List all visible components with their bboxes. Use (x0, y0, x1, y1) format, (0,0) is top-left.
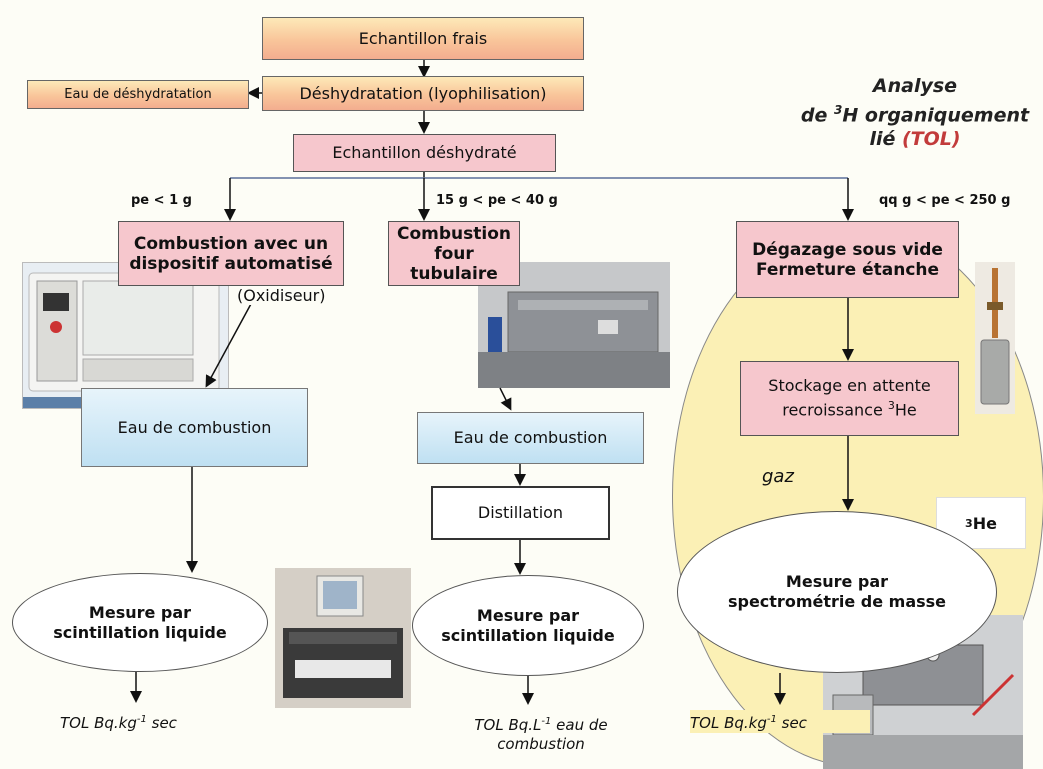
scintillation-counter-drawing (275, 568, 411, 708)
combustion-auto-line-2: dispositif automatisé (129, 253, 333, 274)
helium-label: He (972, 513, 997, 533)
stockage-box: Stockage en attente recroissance 3He (740, 361, 959, 436)
combustion-four-box: Combustion four tubulaire (388, 221, 520, 286)
result-middle-suffix: eau de (551, 716, 608, 734)
gas-container-photo (975, 262, 1015, 414)
tube-furnace-photo (478, 262, 670, 388)
result-right: TOL Bq.kg-1 sec (690, 710, 870, 733)
oxidiseur-label: (Oxidiseur) (234, 286, 329, 305)
result-left-suffix: sec (146, 714, 177, 732)
stockage-suffix: He (894, 400, 917, 420)
eau-combustion-label-middle: Eau de combustion (453, 428, 608, 447)
degazage-line-2: Fermeture étanche (755, 259, 940, 280)
title-prefix: de (800, 104, 835, 127)
title-line-2: de 3H organiquement lié (TOL) (790, 98, 1040, 151)
scint-1-line-2: scintillation liquide (53, 622, 227, 642)
result-left-superscript: -1 (136, 714, 147, 725)
stockage-line-2: recroissance 3He (782, 396, 917, 420)
result-middle: TOL Bq.L-1 eau de combustion (448, 712, 634, 754)
scint-2-line-2: scintillation liquide (441, 625, 615, 645)
echantillon-frais-label: Echantillon frais (358, 28, 488, 48)
result-middle-superscript: -1 (541, 716, 552, 727)
result-middle-prefix: TOL Bq.L (474, 716, 542, 734)
diagram-title: Analyse de 3H organiquement lié (TOL) (790, 74, 1040, 151)
combustion-automatise-box: Combustion avec un dispositif automatisé (118, 221, 344, 286)
branch-label-right: qq g < pe < 250 g (879, 193, 1011, 208)
eau-combustion-box-left: Eau de combustion (81, 388, 308, 467)
scint-2-line-1: Mesure par (476, 605, 580, 625)
scint-1-line-1: Mesure par (88, 602, 192, 622)
scintillation-counter-photo (275, 568, 411, 708)
distillation-label: Distillation (477, 503, 564, 522)
scintillation-ellipse-middle: Mesure par scintillation liquide (412, 575, 644, 676)
echantillon-deshydrate-box: Echantillon déshydraté (293, 134, 556, 172)
result-right-superscript: -1 (766, 714, 777, 725)
gaz-label: gaz (762, 466, 794, 487)
spectro-line-2: spectrométrie de masse (727, 592, 947, 611)
spectro-line-1: Mesure par (785, 572, 889, 591)
result-left: TOL Bq.kg-1 sec (60, 710, 240, 733)
eau-combustion-box-middle: Eau de combustion (417, 412, 644, 464)
echantillon-deshydrate-label: Echantillon déshydraté (332, 143, 517, 162)
arrow-four-to-eau (499, 387, 512, 411)
deshydratation-box: Déshydratation (lyophilisation) (262, 76, 584, 111)
degazage-box: Dégazage sous vide Fermeture étanche (736, 221, 959, 298)
eau-combustion-label-left: Eau de combustion (117, 417, 272, 437)
distillation-box: Distillation (431, 486, 610, 540)
eau-deshydratation-box: Eau de déshydratation (27, 80, 249, 109)
result-right-suffix: sec (776, 714, 807, 732)
stockage-superscript: 3 (887, 399, 895, 413)
title-tol: (TOL) (901, 128, 961, 151)
deshydratation-label: Déshydratation (lyophilisation) (299, 83, 547, 103)
spectrometry-ellipse: Mesure par spectrométrie de masse (677, 511, 997, 673)
title-line-1: Analyse (872, 75, 958, 97)
eau-deshydratation-label: Eau de déshydratation (64, 86, 212, 102)
title-main: H organiquement lié (842, 104, 1030, 151)
gas-container-drawing (975, 262, 1015, 414)
combustion-auto-line-1: Combustion avec un (133, 233, 329, 254)
title-superscript: 3 (834, 103, 843, 117)
echantillon-frais-box: Echantillon frais (262, 17, 584, 60)
tube-furnace-drawing (478, 262, 670, 388)
degazage-line-1: Dégazage sous vide (752, 239, 943, 260)
branch-label-left: pe < 1 g (131, 193, 192, 208)
scintillation-ellipse-left: Mesure par scintillation liquide (12, 573, 268, 672)
stockage-prefix: recroissance (782, 400, 888, 420)
result-left-prefix: TOL Bq.kg (60, 714, 137, 732)
combustion-four-line-1: Combustion (397, 223, 511, 244)
combustion-four-line-2: four tubulaire (410, 243, 498, 284)
result-middle-line-1: TOL Bq.L-1 eau de (448, 712, 634, 735)
branch-label-middle: 15 g < pe < 40 g (436, 193, 558, 208)
result-right-prefix: TOL Bq.kg (690, 714, 767, 732)
helium-superscript: 3 (965, 516, 973, 530)
result-middle-line-2: combustion (497, 735, 585, 753)
stockage-line-1: Stockage en attente (768, 376, 931, 396)
